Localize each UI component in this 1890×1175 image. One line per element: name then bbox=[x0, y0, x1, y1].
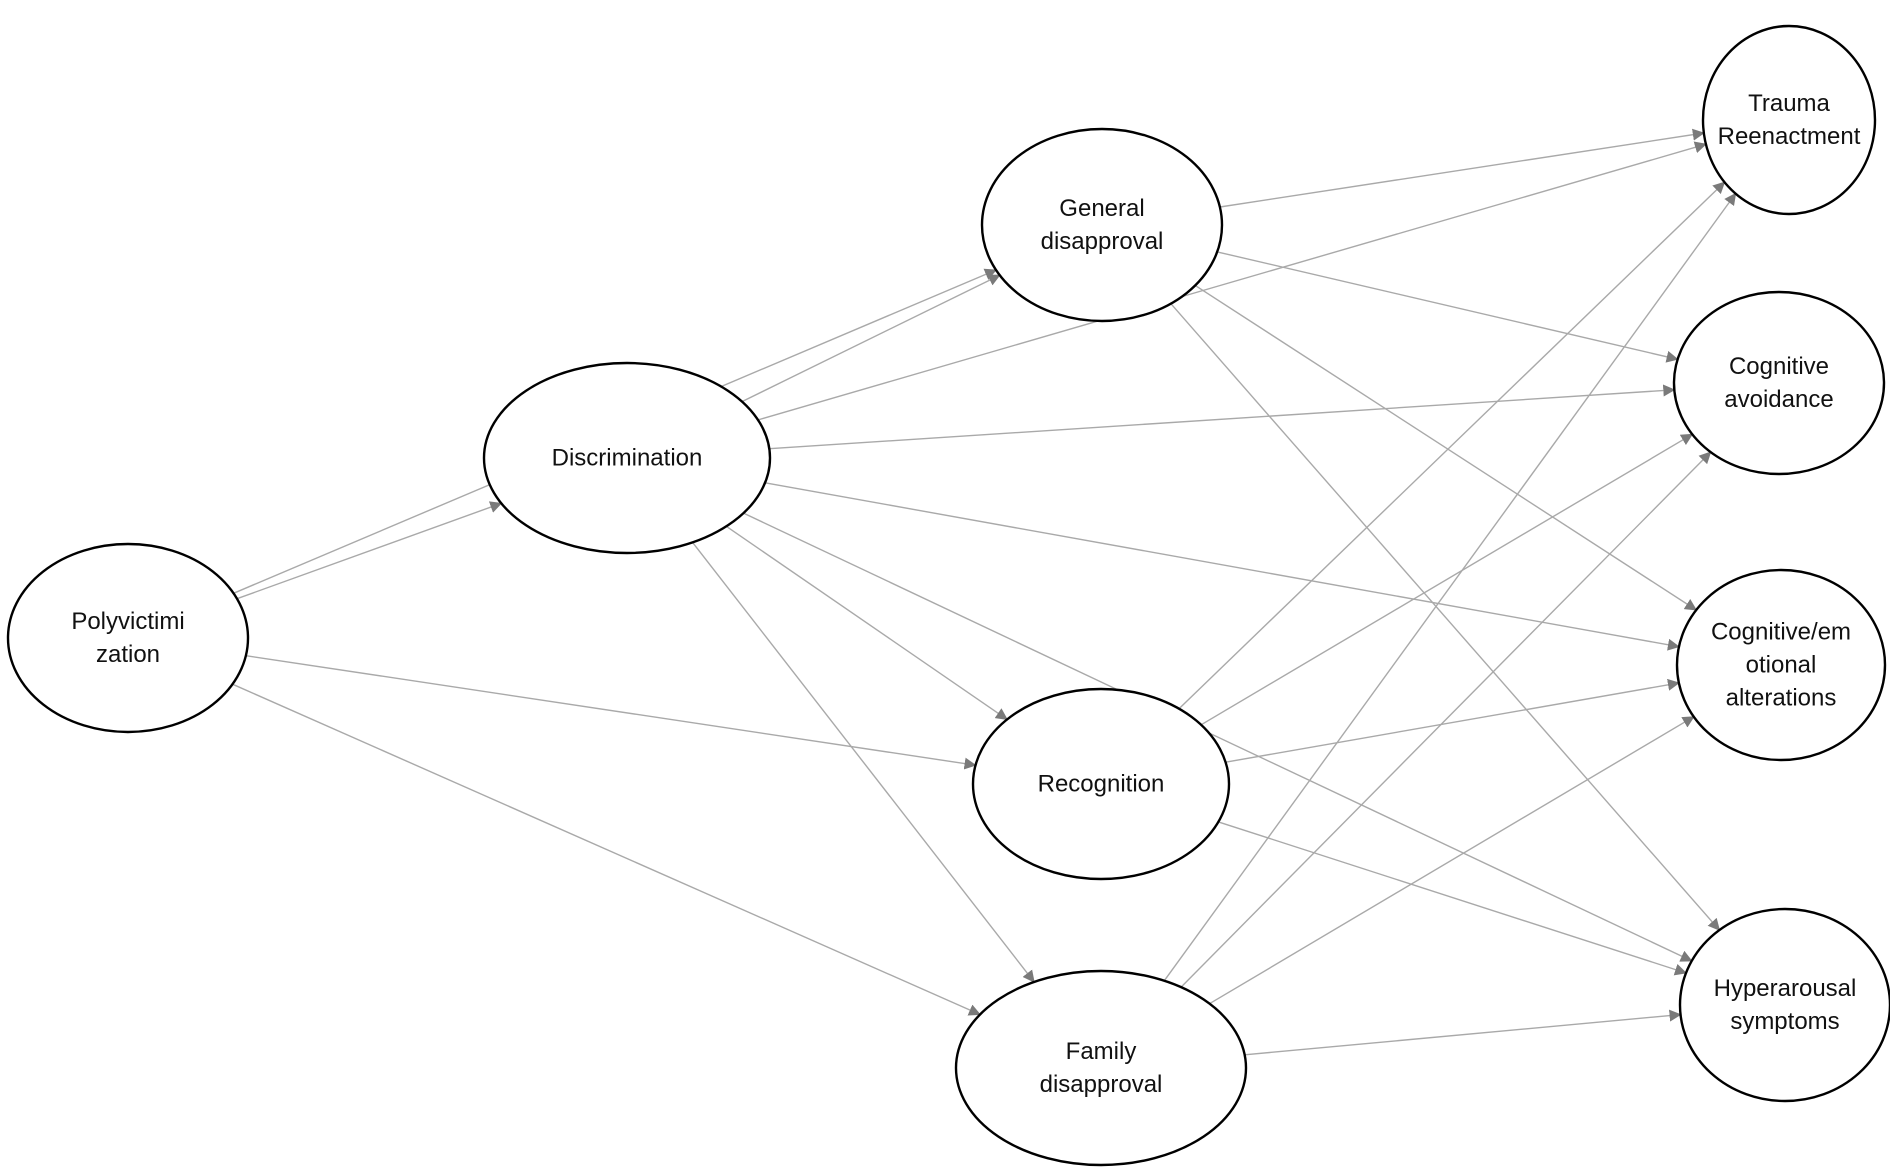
node-label-line: otional bbox=[1746, 652, 1817, 679]
node-label-line: symptoms bbox=[1730, 1008, 1839, 1035]
edge-recognition-to-trauma-reenactment bbox=[1178, 181, 1726, 710]
node-ellipse bbox=[482, 361, 772, 555]
node-ellipse bbox=[1678, 907, 1890, 1103]
node-label-line: Discrimination bbox=[552, 445, 703, 472]
edge-discrimination-to-cognitive-avoidance bbox=[769, 384, 1676, 450]
node-family-disapproval: Family disapproval bbox=[954, 969, 1248, 1167]
edge-polyvictimization-to-recognition bbox=[245, 655, 977, 770]
edge-discrimination-to-general-disapproval bbox=[741, 274, 1001, 403]
node-label-line: alterations bbox=[1726, 685, 1837, 712]
edge-recognition-to-hyperarousal-symptoms bbox=[1218, 821, 1687, 976]
edge-discrimination-to-trauma-reenactment bbox=[757, 141, 1707, 421]
node-ellipse bbox=[1675, 568, 1887, 762]
edge-general-disapproval-to-hyperarousal-symptoms bbox=[1170, 303, 1721, 931]
edge-recognition-to-cognitive-emotional-alterations bbox=[1225, 678, 1680, 763]
edge-polyvictimization-to-discrimination bbox=[236, 501, 503, 600]
nodes-layer: Polyvictimi zation Discrimination General di… bbox=[6, 24, 1890, 1167]
node-ellipse bbox=[954, 969, 1248, 1167]
node-label-line: Cognitive bbox=[1729, 353, 1829, 380]
node-label-line: disapproval bbox=[1040, 1071, 1163, 1098]
node-ellipse bbox=[980, 127, 1224, 323]
node-label-line: Recognition bbox=[1038, 771, 1165, 798]
edge-recognition-to-cognitive-avoidance bbox=[1200, 433, 1694, 726]
node-hyperarousal-symptoms: Hyperarousal symptoms bbox=[1678, 907, 1890, 1103]
node-label-line: disapproval bbox=[1041, 228, 1164, 255]
edges-layer bbox=[232, 128, 1737, 1056]
node-label-line: Cognitive/em bbox=[1711, 619, 1851, 646]
node-label-line: Trauma bbox=[1748, 90, 1830, 117]
node-ellipse bbox=[1701, 24, 1877, 216]
node-cognitive-emotional-alterations: Cognitive/em otional alterations bbox=[1675, 568, 1887, 762]
edge-general-disapproval-to-trauma-reenactment bbox=[1219, 128, 1705, 208]
edge-discrimination-to-cognitive-emotional-alterations bbox=[764, 482, 1680, 651]
node-general-disapproval: General disapproval bbox=[980, 127, 1224, 323]
node-label-line: Reenactment bbox=[1718, 123, 1861, 150]
edge-polyvictimization-to-family-disapproval bbox=[232, 683, 981, 1016]
edge-family-disapproval-to-hyperarousal-symptoms bbox=[1244, 1009, 1682, 1056]
node-cognitive-avoidance: Cognitive avoidance bbox=[1672, 290, 1886, 476]
node-label-line: Hyperarousal bbox=[1714, 975, 1857, 1002]
node-ellipse bbox=[971, 687, 1231, 881]
node-label-line: avoidance bbox=[1724, 386, 1833, 413]
edge-general-disapproval-to-cognitive-emotional-alterations bbox=[1194, 284, 1698, 611]
edge-discrimination-to-family-disapproval bbox=[692, 541, 1035, 983]
edge-general-disapproval-to-cognitive-avoidance bbox=[1217, 251, 1679, 363]
node-ellipse bbox=[1672, 290, 1886, 476]
edge-discrimination-to-recognition bbox=[725, 525, 1008, 720]
edge-family-disapproval-to-cognitive-avoidance bbox=[1180, 451, 1712, 988]
node-label-line: General bbox=[1059, 195, 1144, 222]
node-discrimination: Discrimination bbox=[482, 361, 772, 555]
edge-family-disapproval-to-trauma-reenactment bbox=[1163, 192, 1737, 982]
node-ellipse bbox=[6, 542, 250, 734]
node-label-line: Family bbox=[1066, 1038, 1137, 1065]
node-label-line: zation bbox=[96, 641, 160, 668]
node-label-line: Polyvictimi bbox=[71, 608, 184, 635]
node-polyvictimization: Polyvictimi zation bbox=[6, 542, 250, 734]
node-recognition: Recognition bbox=[971, 687, 1231, 881]
edge-discrimination-to-hyperarousal-symptoms bbox=[743, 512, 1693, 962]
edge-family-disapproval-to-cognitive-emotional-alterations bbox=[1209, 716, 1695, 1005]
